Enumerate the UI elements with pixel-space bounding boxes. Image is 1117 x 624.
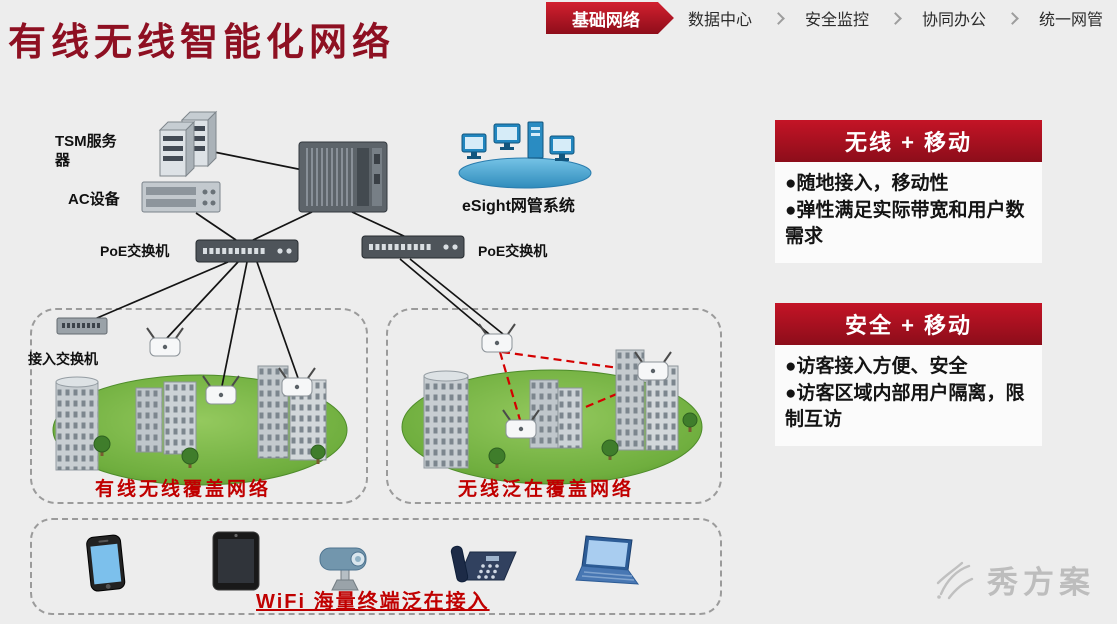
panel-wireless-mobile-body: ●随地接入，移动性 ●弹性满足实际带宽和用户数需求: [775, 162, 1042, 263]
chevron-separator-icon: [772, 11, 785, 25]
connection-lines: [89, 151, 504, 387]
ac-device-label: AC设备: [68, 191, 120, 208]
nav-tab-unified-nms[interactable]: 统一网管: [1038, 12, 1103, 29]
laptop-icon: [575, 535, 640, 585]
building-icon: [423, 349, 679, 469]
nav-tab-security-monitor[interactable]: 安全监控: [804, 12, 869, 29]
nav-tab-data-center[interactable]: 数据中心: [687, 12, 752, 29]
access-switch-icon: [56, 317, 108, 335]
nav-tab-collab-office[interactable]: 协同办公: [921, 12, 986, 29]
bullet-item: ●访客接入方便、安全: [785, 356, 968, 377]
panel-security-mobile-title: 安全 + 移动: [775, 303, 1042, 345]
ptz-camera-icon: [319, 547, 367, 591]
poe-switch-left-label: PoE交换机: [100, 243, 170, 259]
page-title: 有线无线智能化网络: [8, 22, 396, 64]
zone-wireless-ubiquitous-coverage: [386, 308, 722, 504]
core-switch-icon: [298, 141, 388, 213]
poe-switch-right-icon: [361, 235, 465, 259]
ac-device-icon: [141, 181, 221, 213]
esight-label: eSight网管系统: [462, 198, 575, 215]
bullet-item: ●随地接入，移动性: [785, 173, 949, 194]
panel-security-mobile: 安全 + 移动 ●访客接入方便、安全 ●访客区域内部用户隔离，限制互访: [775, 303, 1042, 446]
chevron-separator-icon: [889, 11, 902, 25]
tsm-server-label: TSM服务器: [55, 133, 117, 169]
watermark: 秀方案: [933, 556, 1095, 602]
chevron-separator-icon: [1006, 11, 1019, 25]
panel-wireless-mobile: 无线 + 移动 ●随地接入，移动性 ●弹性满足实际带宽和用户数需求: [775, 120, 1042, 263]
tsm-server-icon: [158, 110, 218, 178]
panel-wireless-mobile-title: 无线 + 移动: [775, 120, 1042, 162]
access-switch-label: 接入交换机: [28, 351, 98, 367]
terminals-label: WiFi 海量终端泛在接入: [256, 591, 490, 613]
zone-wifi-terminals: [30, 518, 722, 615]
zone-right-label: 无线泛在覆盖网络: [458, 479, 635, 500]
zone-wired-wireless-coverage: [30, 308, 368, 504]
smartphone-icon: [86, 534, 126, 592]
panel-security-mobile-body: ●访客接入方便、安全 ●访客区域内部用户隔离，限制互访: [775, 345, 1042, 446]
watermark-logo-icon: [936, 561, 974, 600]
wireless-ap-icon: [146, 323, 672, 439]
nav-tab-basic-network[interactable]: 基础网络: [546, 2, 674, 34]
desk-phone-icon: [450, 545, 517, 583]
esight-cluster-icon: [458, 121, 592, 189]
poe-switch-right-label: PoE交换机: [478, 243, 548, 259]
watermark-text: 秀方案: [987, 564, 1095, 600]
bullet-item: ●弹性满足实际带宽和用户数需求: [785, 199, 1025, 248]
tablet-icon: [212, 531, 260, 591]
bullet-item: ●访客区域内部用户隔离，限制互访: [785, 382, 1025, 431]
zone-left-label: 有线无线覆盖网络: [95, 479, 272, 500]
top-nav: 基础网络 数据中心 安全监控 协同办公 统一网管: [546, 2, 1117, 34]
poe-switch-left-icon: [195, 239, 299, 263]
tree-icon: [93, 412, 698, 468]
